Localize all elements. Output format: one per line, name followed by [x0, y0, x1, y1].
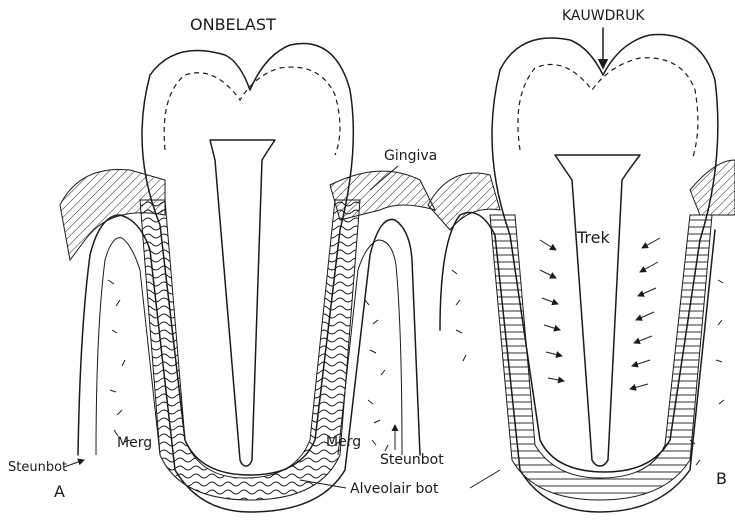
label-merg-left: Merg	[117, 435, 152, 451]
title-kauwdruk: KAUWDRUK	[562, 8, 645, 24]
label-steunbot-right: Steunbot	[380, 452, 444, 468]
label-trek: Trek	[576, 228, 610, 247]
title-onbelast: ONBELAST	[190, 15, 276, 34]
periodontal-ligament-a	[140, 200, 360, 500]
panel-letter-a: A	[54, 482, 65, 501]
gingiva-left-b	[428, 173, 500, 230]
periodontal-ligament-b	[490, 215, 712, 500]
alveolar-bone-left-a	[78, 215, 420, 512]
label-alveolair-bot: Alveolair bot	[350, 481, 439, 497]
label-merg-right: Merg	[326, 434, 361, 450]
panel-b: KAUWDRUK Trek B	[428, 8, 735, 512]
enamel-line-a	[164, 67, 340, 155]
pulp-b	[555, 155, 640, 466]
tension-arrows-left	[540, 240, 564, 381]
label-gingiva: Gingiva	[384, 148, 437, 164]
pulp-a	[210, 140, 275, 466]
tension-arrows-right	[630, 238, 660, 389]
label-steunbot-left: Steunbot	[8, 460, 67, 475]
panel-letter-b: B	[716, 469, 727, 488]
enamel-line-b	[518, 58, 698, 160]
panel-a: ONBELAST Gingiva Merg Merg Steunbot Steu…	[8, 15, 500, 512]
leader-alveolair-right	[470, 470, 500, 488]
